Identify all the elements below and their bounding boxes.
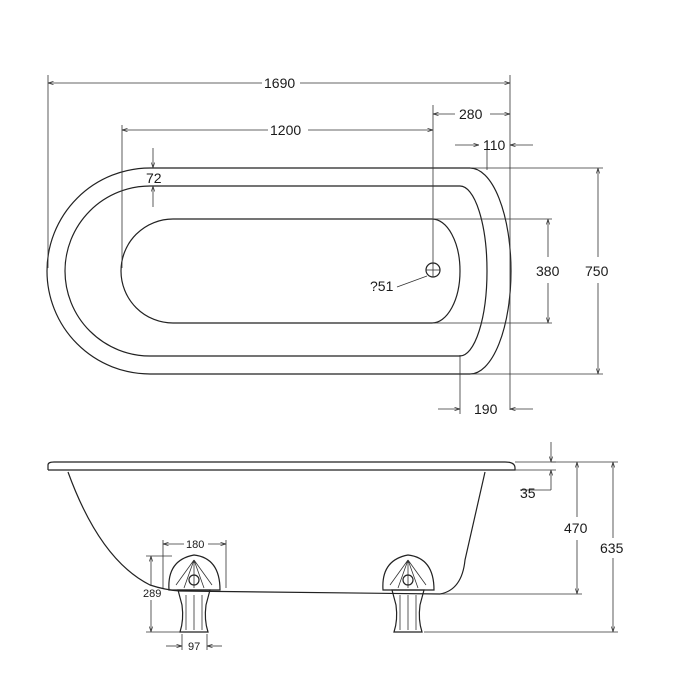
- dimension-inner-width: 380: [432, 218, 560, 324]
- tub-outer-outline: [46, 167, 512, 375]
- dimension-end-offset-bottom: 190: [438, 355, 533, 417]
- dimension-overall-width: 750: [470, 167, 609, 375]
- dimension-rim-thickness: 35: [515, 442, 556, 501]
- dimension-depth: 470: [440, 461, 588, 595]
- waste-outlet-icon: [396, 262, 441, 288]
- dimension-overall-height: 635: [424, 461, 624, 633]
- dimension-waste-offset: 280: [433, 106, 510, 122]
- svg-text:97: 97: [188, 641, 200, 653]
- svg-text:280: 280: [459, 106, 483, 122]
- tub-side-rim: [47, 461, 516, 471]
- svg-text:1690: 1690: [264, 75, 295, 91]
- tub-inner-rim-outline: [64, 185, 488, 357]
- dimension-rim-width: 72: [146, 148, 162, 207]
- svg-text:470: 470: [564, 520, 588, 536]
- svg-text:380: 380: [536, 263, 560, 279]
- side-view: 180 289 97 35: [47, 442, 624, 653]
- waste-diameter-label: ?51: [370, 278, 394, 294]
- dimension-foot-height: 289: [143, 555, 180, 633]
- svg-text:35: 35: [520, 485, 536, 501]
- svg-text:750: 750: [585, 263, 609, 279]
- claw-foot-right: [382, 554, 435, 633]
- tub-basin-outline: [120, 218, 461, 324]
- svg-text:289: 289: [143, 588, 161, 600]
- dimension-inner-length: 1200: [121, 105, 434, 268]
- dimension-end-offset-top: 110: [455, 137, 533, 170]
- svg-text:110: 110: [483, 137, 506, 153]
- claw-foot-left: [168, 554, 221, 633]
- svg-text:72: 72: [146, 170, 162, 186]
- tub-side-body: [67, 471, 486, 595]
- plan-view: ?51 1690 1200 280 110: [46, 75, 609, 417]
- dimension-foot-base: 97: [166, 634, 222, 653]
- svg-text:190: 190: [474, 401, 498, 417]
- dimension-overall-length: 1690: [47, 75, 511, 410]
- dimension-foot-width: 180: [162, 539, 227, 588]
- svg-text:1200: 1200: [270, 122, 301, 138]
- svg-text:635: 635: [600, 540, 624, 556]
- svg-text:180: 180: [186, 539, 204, 551]
